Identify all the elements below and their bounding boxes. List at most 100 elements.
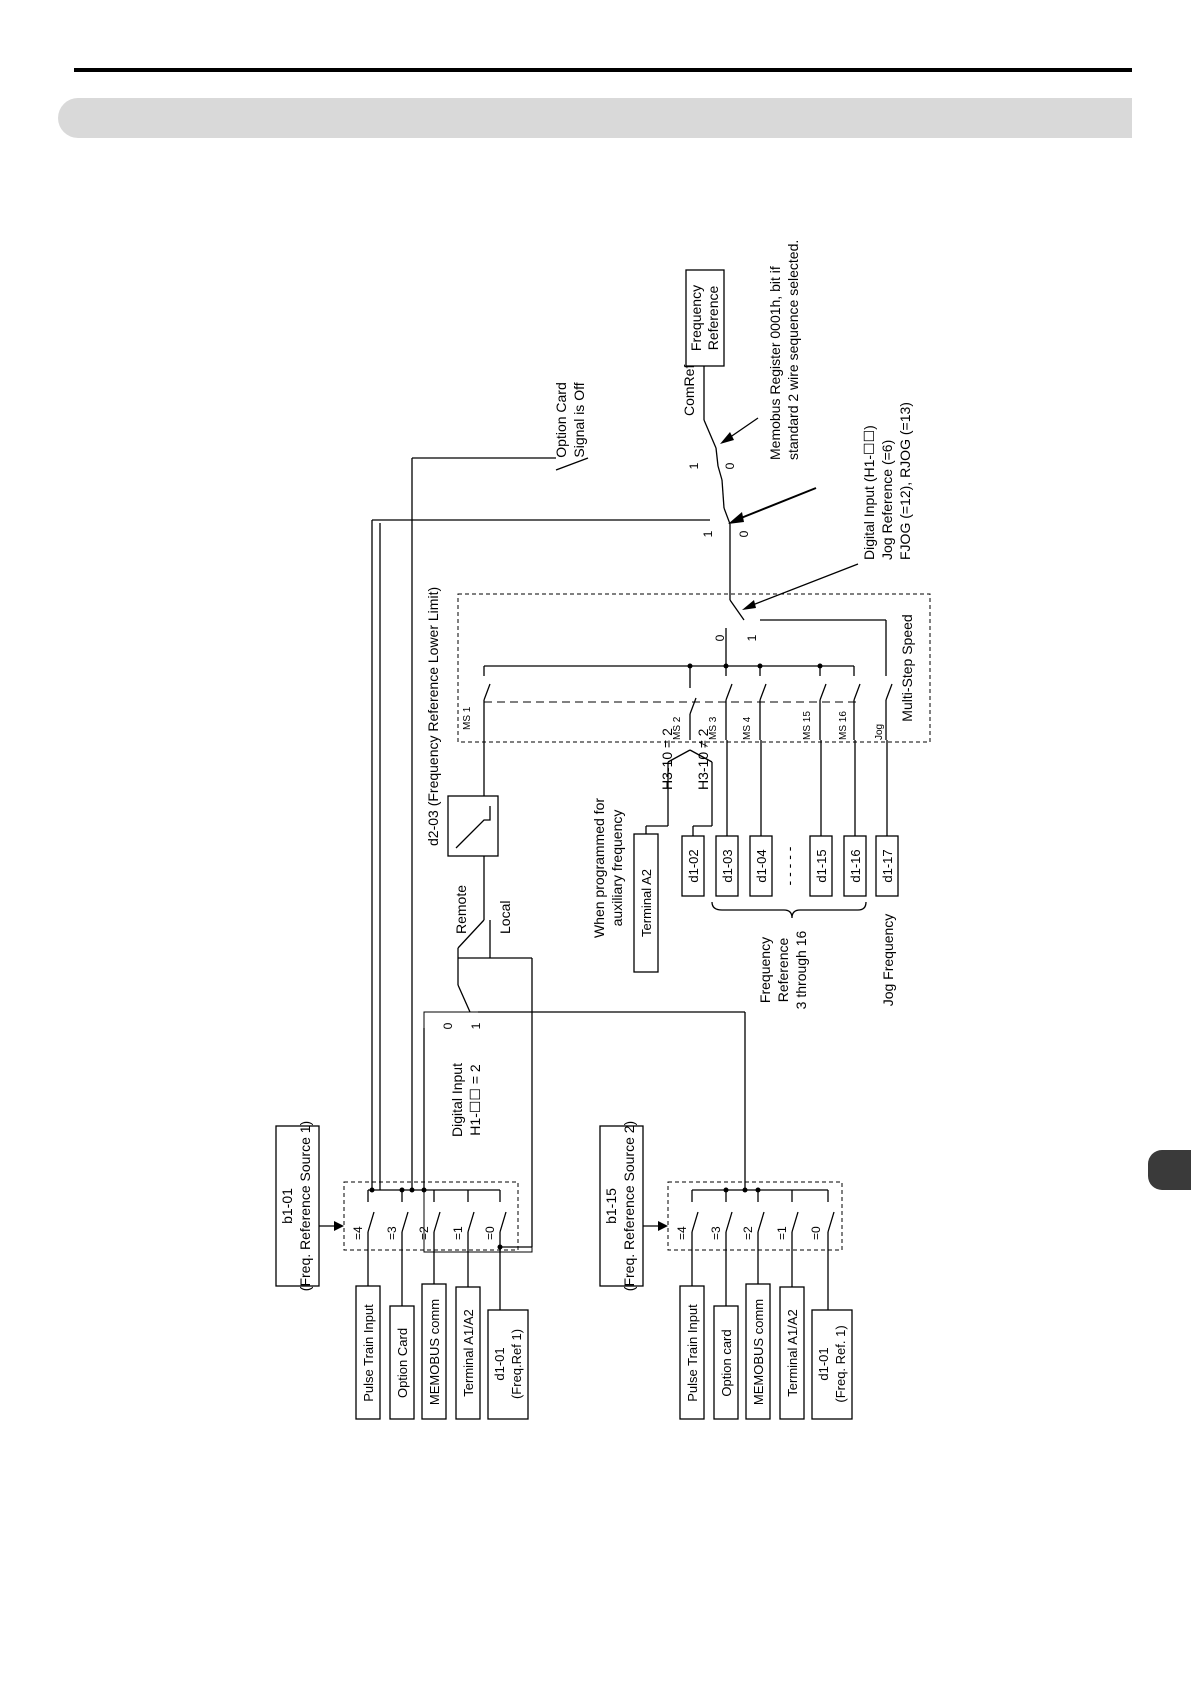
memobus-note-line1: Memobus Register 0001h, bit if [767,266,783,460]
aux-line1: When programmed for [591,798,607,938]
jog-frequency-label: Jog Frequency [880,914,896,1007]
source2-input-terminal-box [779,1286,805,1420]
remote-local-switch: Remote Local [453,846,513,958]
source2-input-freqref1: (Freq. Ref. 1) [833,1325,848,1402]
digital-input-pos1: 1 [469,1022,483,1029]
multistep-box [457,593,931,743]
digital-input-pos0: 0 [441,1022,455,1029]
source1-input-freqref1: (Freq.Ref 1) [509,1329,524,1399]
jog-input-switch: 1 0 Digital Input (H1-☐☐) Jog Reference … [369,402,913,1193]
ms16-label: MS 16 [838,711,849,740]
jog-label: Jog [874,724,885,740]
source1-input-option-box [389,1305,415,1420]
source2-input-d101-box [811,1309,853,1420]
lower-limit-block: d2-03 (Frequency Reference Lower Limit) [425,587,499,857]
local-label: Local [497,901,513,934]
option-card-line1: Option Card [553,382,569,457]
lower-limit-label: d2-03 (Frequency Reference Lower Limit) [425,587,441,846]
source2-sel4: =4 [675,1226,689,1240]
section-header-bar [58,98,1132,138]
source2-input-option: Option card [719,1329,734,1396]
freq-ref-range-line3: 3 through 16 [793,930,809,1009]
source1-sel0: =0 [483,1226,497,1240]
source2-desc: (Freq. Reference Source 2) [621,1121,637,1291]
option-card-switch: Option Card Signal is Off 1 0 ComRef Mem… [409,240,801,1193]
jog-pos0: 0 [737,530,751,537]
source2-input-option-box [713,1305,739,1420]
source1-sel3: =3 [385,1226,399,1240]
source2-sel2: =2 [741,1226,755,1240]
source2-input-memobus-box [745,1283,771,1420]
source2-sel0: =0 [809,1226,823,1240]
source2-arrow [658,1221,668,1231]
aux-terminal-box [633,833,659,973]
source1-sel1: =1 [451,1226,465,1240]
output-group: Frequency Reference [685,269,725,367]
freq-ref-range-line2: Reference [775,937,791,1002]
source1-selector-box [343,1181,519,1251]
source2-input-pulse-box [679,1285,705,1420]
source1-param-box [275,1125,320,1287]
source1-group: b1-01 (Freq. Reference Source 1) Pulse T… [275,523,533,1420]
d1-dots: - - - - - [781,846,797,885]
source2-param: b1-15 [603,1188,619,1224]
memobus-note-line2: standard 2 wire sequence selected. [785,240,801,460]
digital-input-line1: Digital Input [449,1063,465,1137]
d1-16: d1-16 [848,849,863,882]
remote-label: Remote [453,885,469,934]
source1-input-pulse: Pulse Train Input [361,1304,376,1402]
source2-group: b1-15 (Freq. Reference Source 2) Pulse T… [478,1011,853,1420]
source1-input-terminal: Terminal A1/A2 [461,1309,476,1396]
digital-input-line2: H1-☐☐ = 2 [467,1064,483,1136]
ms3-label: MS 3 [708,716,719,740]
freq-ref-range-line1: Frequency [757,937,773,1003]
ms15-label: MS 15 [802,711,813,740]
jog-pos1: 1 [701,530,715,537]
ms1-label: MS 1 [462,706,473,730]
ms-arrow [742,600,756,610]
output-line2: Reference [705,285,721,350]
aux-h3-ne: H3-10 ≠ 2 [695,728,711,790]
option-card-line2: Signal is Off [571,382,587,457]
source1-sel4: =4 [351,1226,365,1240]
multistep-group: Multi-Step Speed MS 1 MS 2 MS 3 MS 4 MS … [457,524,931,743]
ms-pos1: 1 [745,634,759,641]
source2-input-d101: d1-01 [816,1347,831,1380]
ms4-label: MS 4 [742,716,753,740]
ms2-label: MS 2 [672,716,683,740]
jog-input-line1: Digital Input (H1-☐☐) [861,425,877,560]
jog-input-line3: FJOG (=12), RJOG (=13) [897,402,913,560]
ms-pos0: 0 [713,634,727,641]
source1-param: b1-01 [279,1188,295,1224]
jog-arrow [728,512,744,524]
jog-input-line2: Jog Reference (=6) [879,440,895,560]
freq-ref-brace [711,901,867,919]
option-card-pos1: 1 [687,462,701,469]
d1-17: d1-17 [880,849,895,882]
aux-terminal: Terminal A2 [639,869,654,937]
source1-arrow [334,1221,344,1231]
source1-input-option: Option Card [395,1328,410,1398]
d1-04: d1-04 [754,849,769,882]
source1-input-memobus: MEMOBUS comm [427,1299,442,1405]
d1-15: d1-15 [814,849,829,882]
source1-desc: (Freq. Reference Source 1) [297,1121,313,1291]
comref-label: ComRef [681,365,697,416]
d1-02: d1-02 [686,849,701,882]
d1-03: d1-03 [720,849,735,882]
output-box [685,269,725,367]
output-line1: Frequency [688,285,704,351]
aux-h3-eq: H3-10 = 2 [659,728,675,790]
source1-input-d101-box [487,1309,529,1420]
source1-input-memobus-box [421,1283,447,1420]
source2-sel3: =3 [709,1226,723,1240]
source2-sel1: =1 [775,1226,789,1240]
source2-param-box [599,1125,644,1287]
source2-input-terminal: Terminal A1/A2 [785,1309,800,1396]
lower-limit-box [447,795,499,857]
option-card-pos0: 0 [723,462,737,469]
source2-input-pulse: Pulse Train Input [685,1304,700,1402]
top-rule [74,68,1132,72]
aux-group: When programmed for auxiliary frequency … [591,714,899,1009]
